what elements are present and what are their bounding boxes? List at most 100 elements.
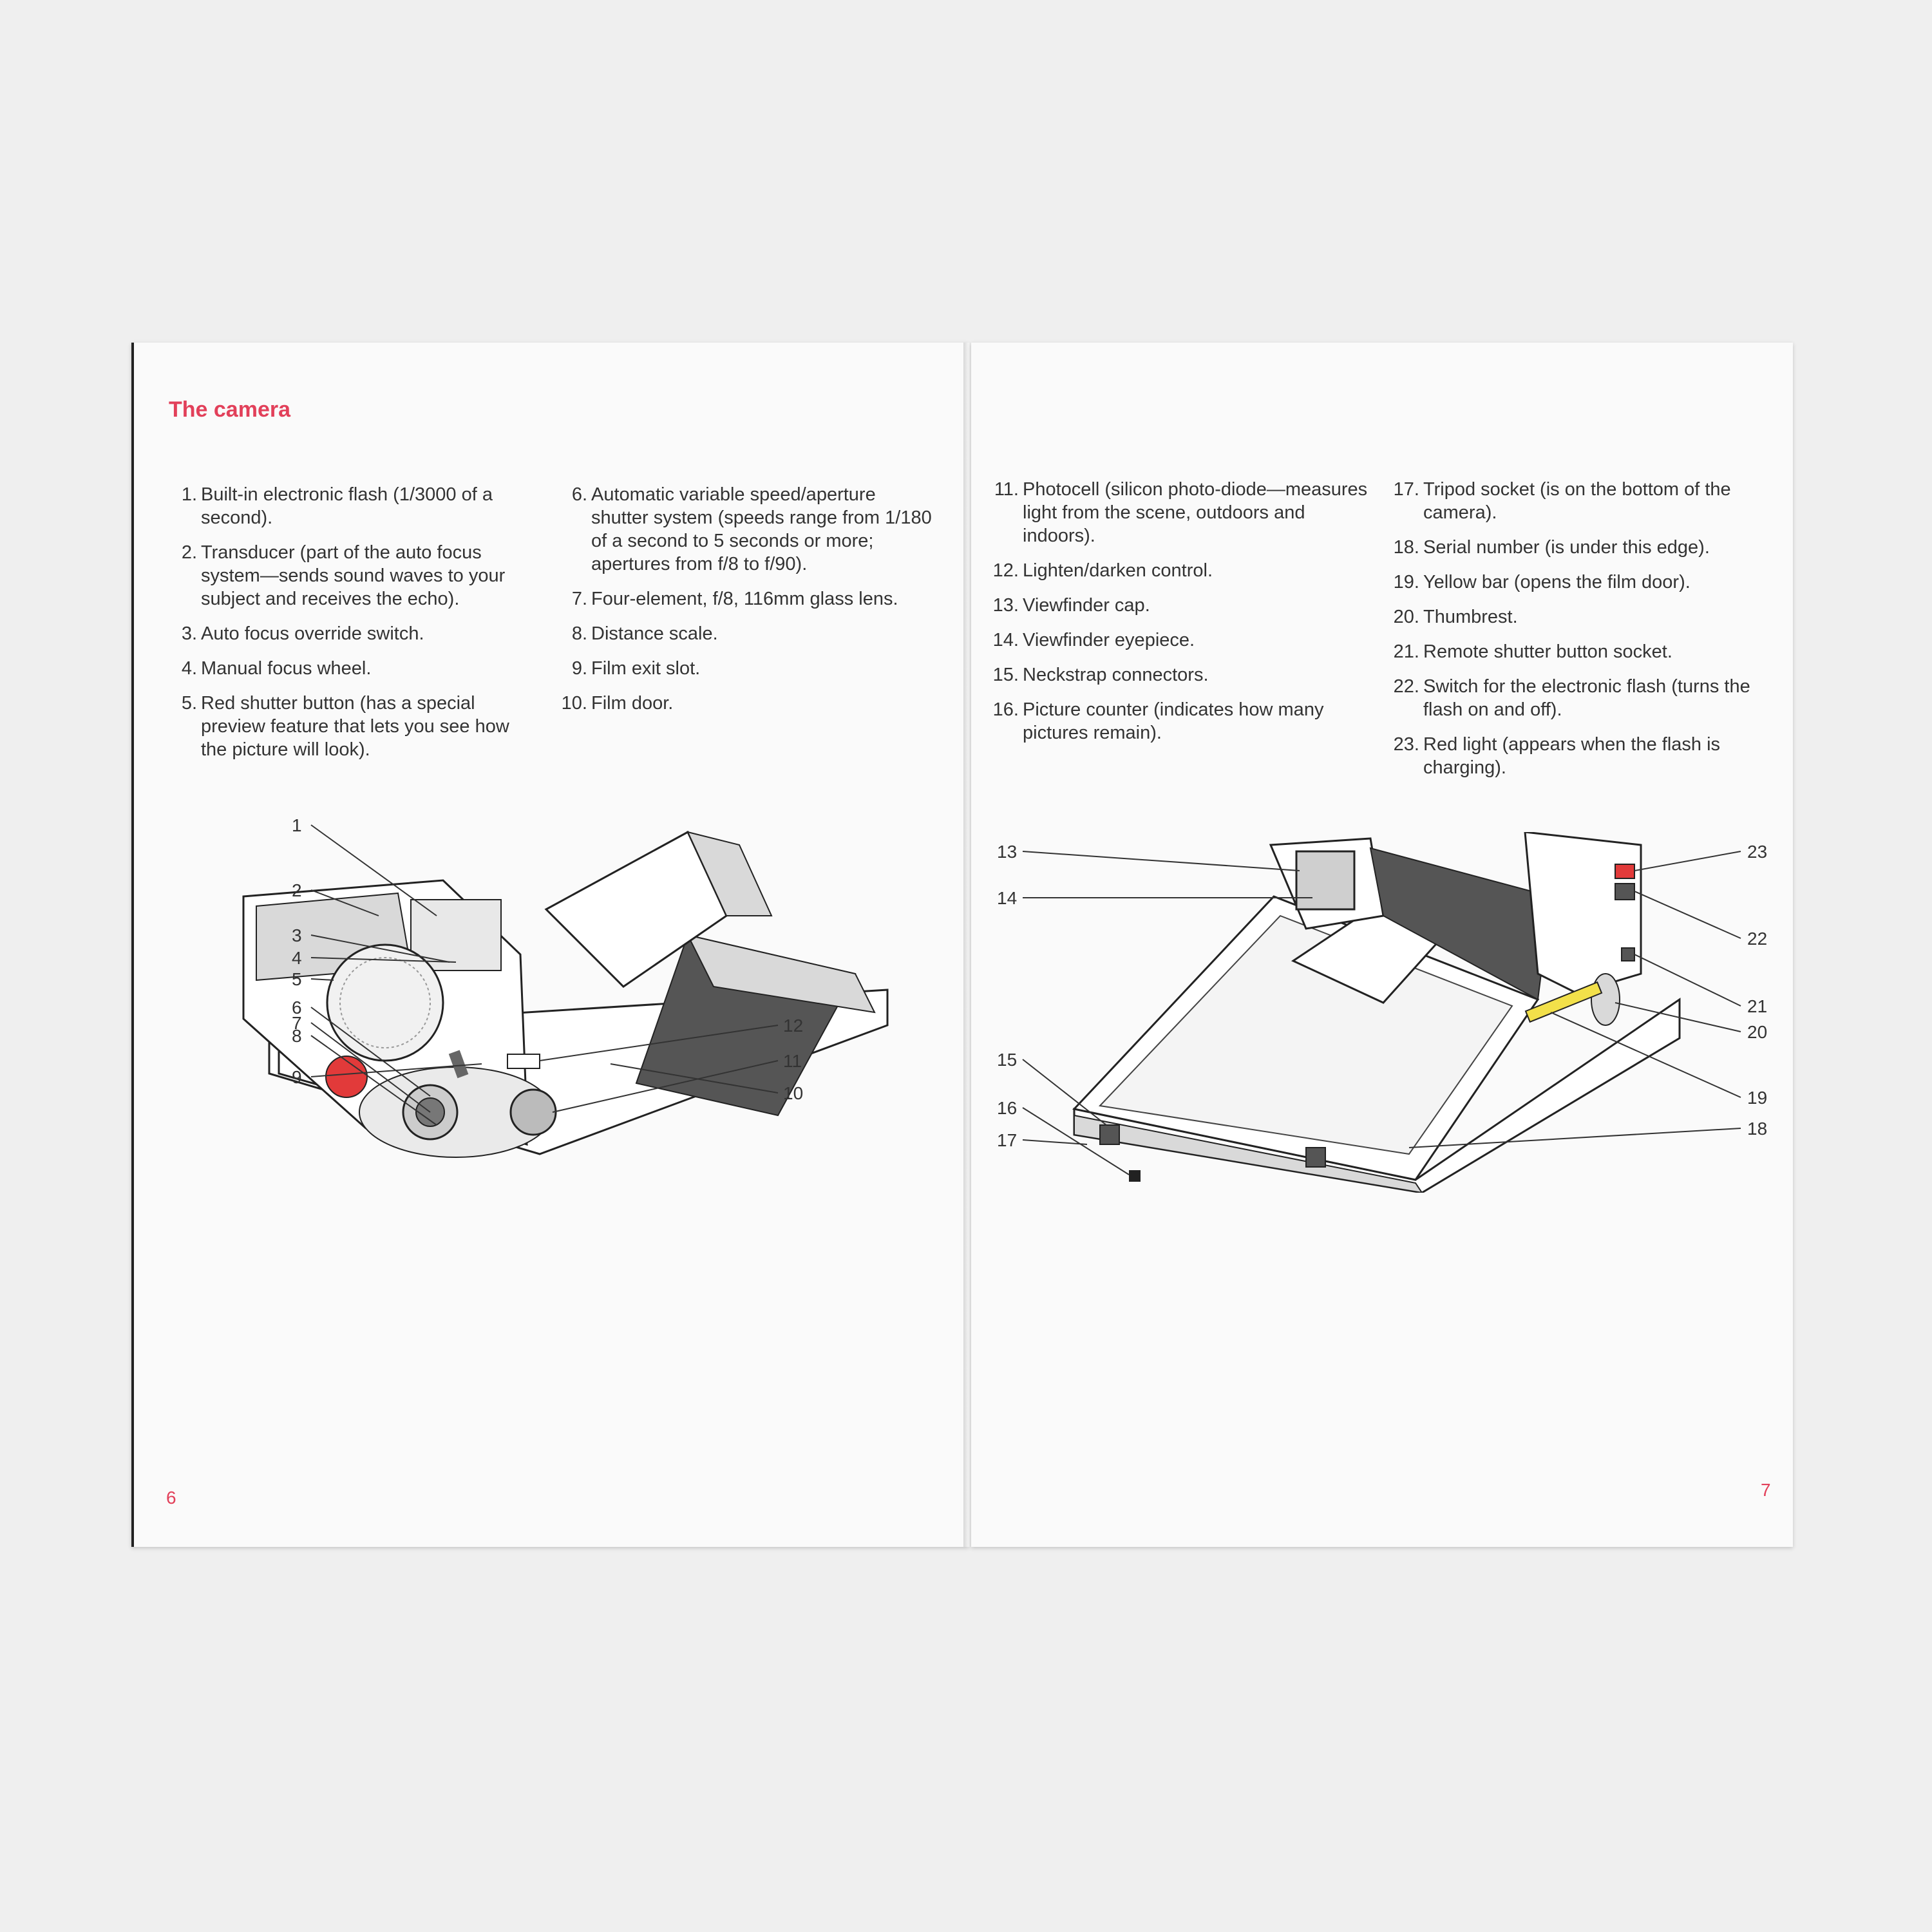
callout-1: 1 (292, 819, 302, 835)
leader-12 (539, 1025, 779, 1061)
callout-21: 21 (1747, 996, 1767, 1016)
leader-3 (310, 934, 450, 963)
list-item: 15.Neckstrap connectors. (990, 663, 1370, 687)
leader-11 (552, 1060, 779, 1113)
leader-22 (1634, 891, 1741, 939)
item-text: Red light (appears when the flash is cha… (1423, 734, 1721, 778)
item-text: Remote shutter button socket. (1423, 641, 1672, 662)
photocell (509, 1088, 557, 1136)
picture-counter (1129, 1170, 1141, 1182)
leader-9 (310, 1063, 482, 1077)
item-number: 6. (571, 484, 587, 505)
leader-6 (310, 1007, 431, 1097)
leader-21 (1634, 954, 1741, 1007)
callout-14: 14 (997, 888, 1017, 908)
callout-18: 18 (1747, 1119, 1767, 1139)
lighten-darken-control (507, 1054, 540, 1069)
item-number: 5. (181, 693, 197, 714)
list-item: 12.Lighten/darken control. (990, 559, 1370, 582)
neckstrap-connector-right (1305, 1147, 1326, 1168)
list-item: 16.Picture counter (indicates how many p… (990, 698, 1370, 744)
right-page: 11.Photocell (silicon photo-diode—measur… (971, 343, 1793, 1547)
transducer-pattern (339, 957, 431, 1048)
item-text: Viewfinder eyepiece. (1023, 630, 1195, 650)
parts-list-6-10: 6.Automatic variable speed/aperture shut… (559, 483, 933, 726)
item-text: Serial number (is under this edge). (1423, 537, 1710, 558)
callout-3: 3 (292, 925, 302, 945)
page-number: 7 (1761, 1480, 1771, 1500)
item-number: 23. (1393, 734, 1419, 755)
item-number: 1. (181, 484, 197, 505)
item-text: Manual focus wheel. (201, 658, 372, 679)
item-number: 20. (1393, 607, 1419, 627)
leader-10 (610, 1063, 779, 1094)
callout-4: 4 (292, 948, 302, 968)
item-number: 11. (994, 479, 1019, 500)
red-shutter-button (325, 1056, 368, 1098)
item-number: 4. (181, 658, 197, 679)
item-text: Transducer (part of the auto focus syste… (201, 542, 506, 609)
item-text: Automatic variable speed/aperture shutte… (591, 484, 932, 574)
item-number: 2. (181, 542, 197, 563)
item-text: Thumbrest. (1423, 607, 1518, 627)
viewfinder-eyepiece (1295, 850, 1356, 911)
leader-15 (1022, 1059, 1107, 1126)
list-item: 4.Manual focus wheel. (169, 657, 529, 680)
list-item: 22.Switch for the electronic flash (turn… (1391, 675, 1765, 721)
camera-front-illustration: 1 2 3 4 5 6 7 8 9 10 11 12 (242, 819, 889, 1158)
leader-23 (1634, 851, 1741, 871)
transducer-disc (326, 943, 444, 1062)
item-number: 14. (992, 630, 1019, 650)
leader-1 (310, 824, 437, 916)
item-number: 3. (181, 623, 197, 644)
list-item: 23.Red light (appears when the flash is … (1391, 733, 1765, 779)
item-number: 15. (992, 665, 1019, 685)
leader-7 (310, 1022, 431, 1113)
callout-11: 11 (783, 1051, 802, 1071)
callout-9: 9 (292, 1067, 302, 1087)
parts-list-11-16: 11.Photocell (silicon photo-diode—measur… (990, 478, 1370, 756)
leader-2 (310, 889, 379, 916)
item-text: Picture counter (indicates how many pict… (1023, 699, 1324, 743)
list-item: 11.Photocell (silicon photo-diode—measur… (990, 478, 1370, 547)
list-item: 8.Distance scale. (559, 622, 933, 645)
list-item: 21.Remote shutter button socket. (1391, 640, 1765, 663)
callout-5: 5 (292, 969, 302, 989)
flash-switch (1615, 883, 1635, 900)
list-item: 2.Transducer (part of the auto focus sys… (169, 541, 529, 611)
leader-20 (1615, 1002, 1741, 1032)
list-item: 13.Viewfinder cap. (990, 594, 1370, 617)
item-number: 7. (571, 589, 587, 609)
hood-side (687, 831, 773, 916)
callout-20: 20 (1747, 1022, 1767, 1042)
rear-bellows (1369, 847, 1552, 1001)
leader-4 (310, 957, 457, 963)
bellows-fold (687, 934, 876, 1014)
list-item: 9.Film exit slot. (559, 657, 933, 680)
thumbrest (1591, 973, 1620, 1026)
callout-7: 7 (292, 1013, 302, 1033)
callout-15: 15 (997, 1050, 1017, 1070)
list-item: 6.Automatic variable speed/aperture shut… (559, 483, 933, 576)
callout-13: 13 (997, 842, 1017, 862)
item-number: 8. (571, 623, 587, 644)
callout-17: 17 (997, 1130, 1017, 1150)
list-item: 3.Auto focus override switch. (169, 622, 529, 645)
callout-23: 23 (1747, 842, 1767, 862)
item-number: 16. (992, 699, 1019, 720)
list-item: 19.Yellow bar (opens the film door). (1391, 571, 1765, 594)
item-text: Distance scale. (591, 623, 718, 644)
remote-socket (1621, 947, 1635, 961)
parts-list-1-5: 1.Built-in electronic flash (1/3000 of a… (169, 483, 529, 773)
list-item: 20.Thumbrest. (1391, 605, 1765, 629)
item-text: Auto focus override switch. (201, 623, 424, 644)
side-panel (1524, 832, 1642, 994)
item-number: 9. (571, 658, 587, 679)
leader-16 (1022, 1107, 1130, 1175)
list-item: 5.Red shutter button (has a special prev… (169, 692, 529, 761)
callout-2: 2 (292, 880, 302, 900)
leader-19 (1550, 1012, 1741, 1098)
list-item: 7.Four-element, f/8, 116mm glass lens. (559, 587, 933, 611)
item-number: 17. (1393, 479, 1419, 500)
